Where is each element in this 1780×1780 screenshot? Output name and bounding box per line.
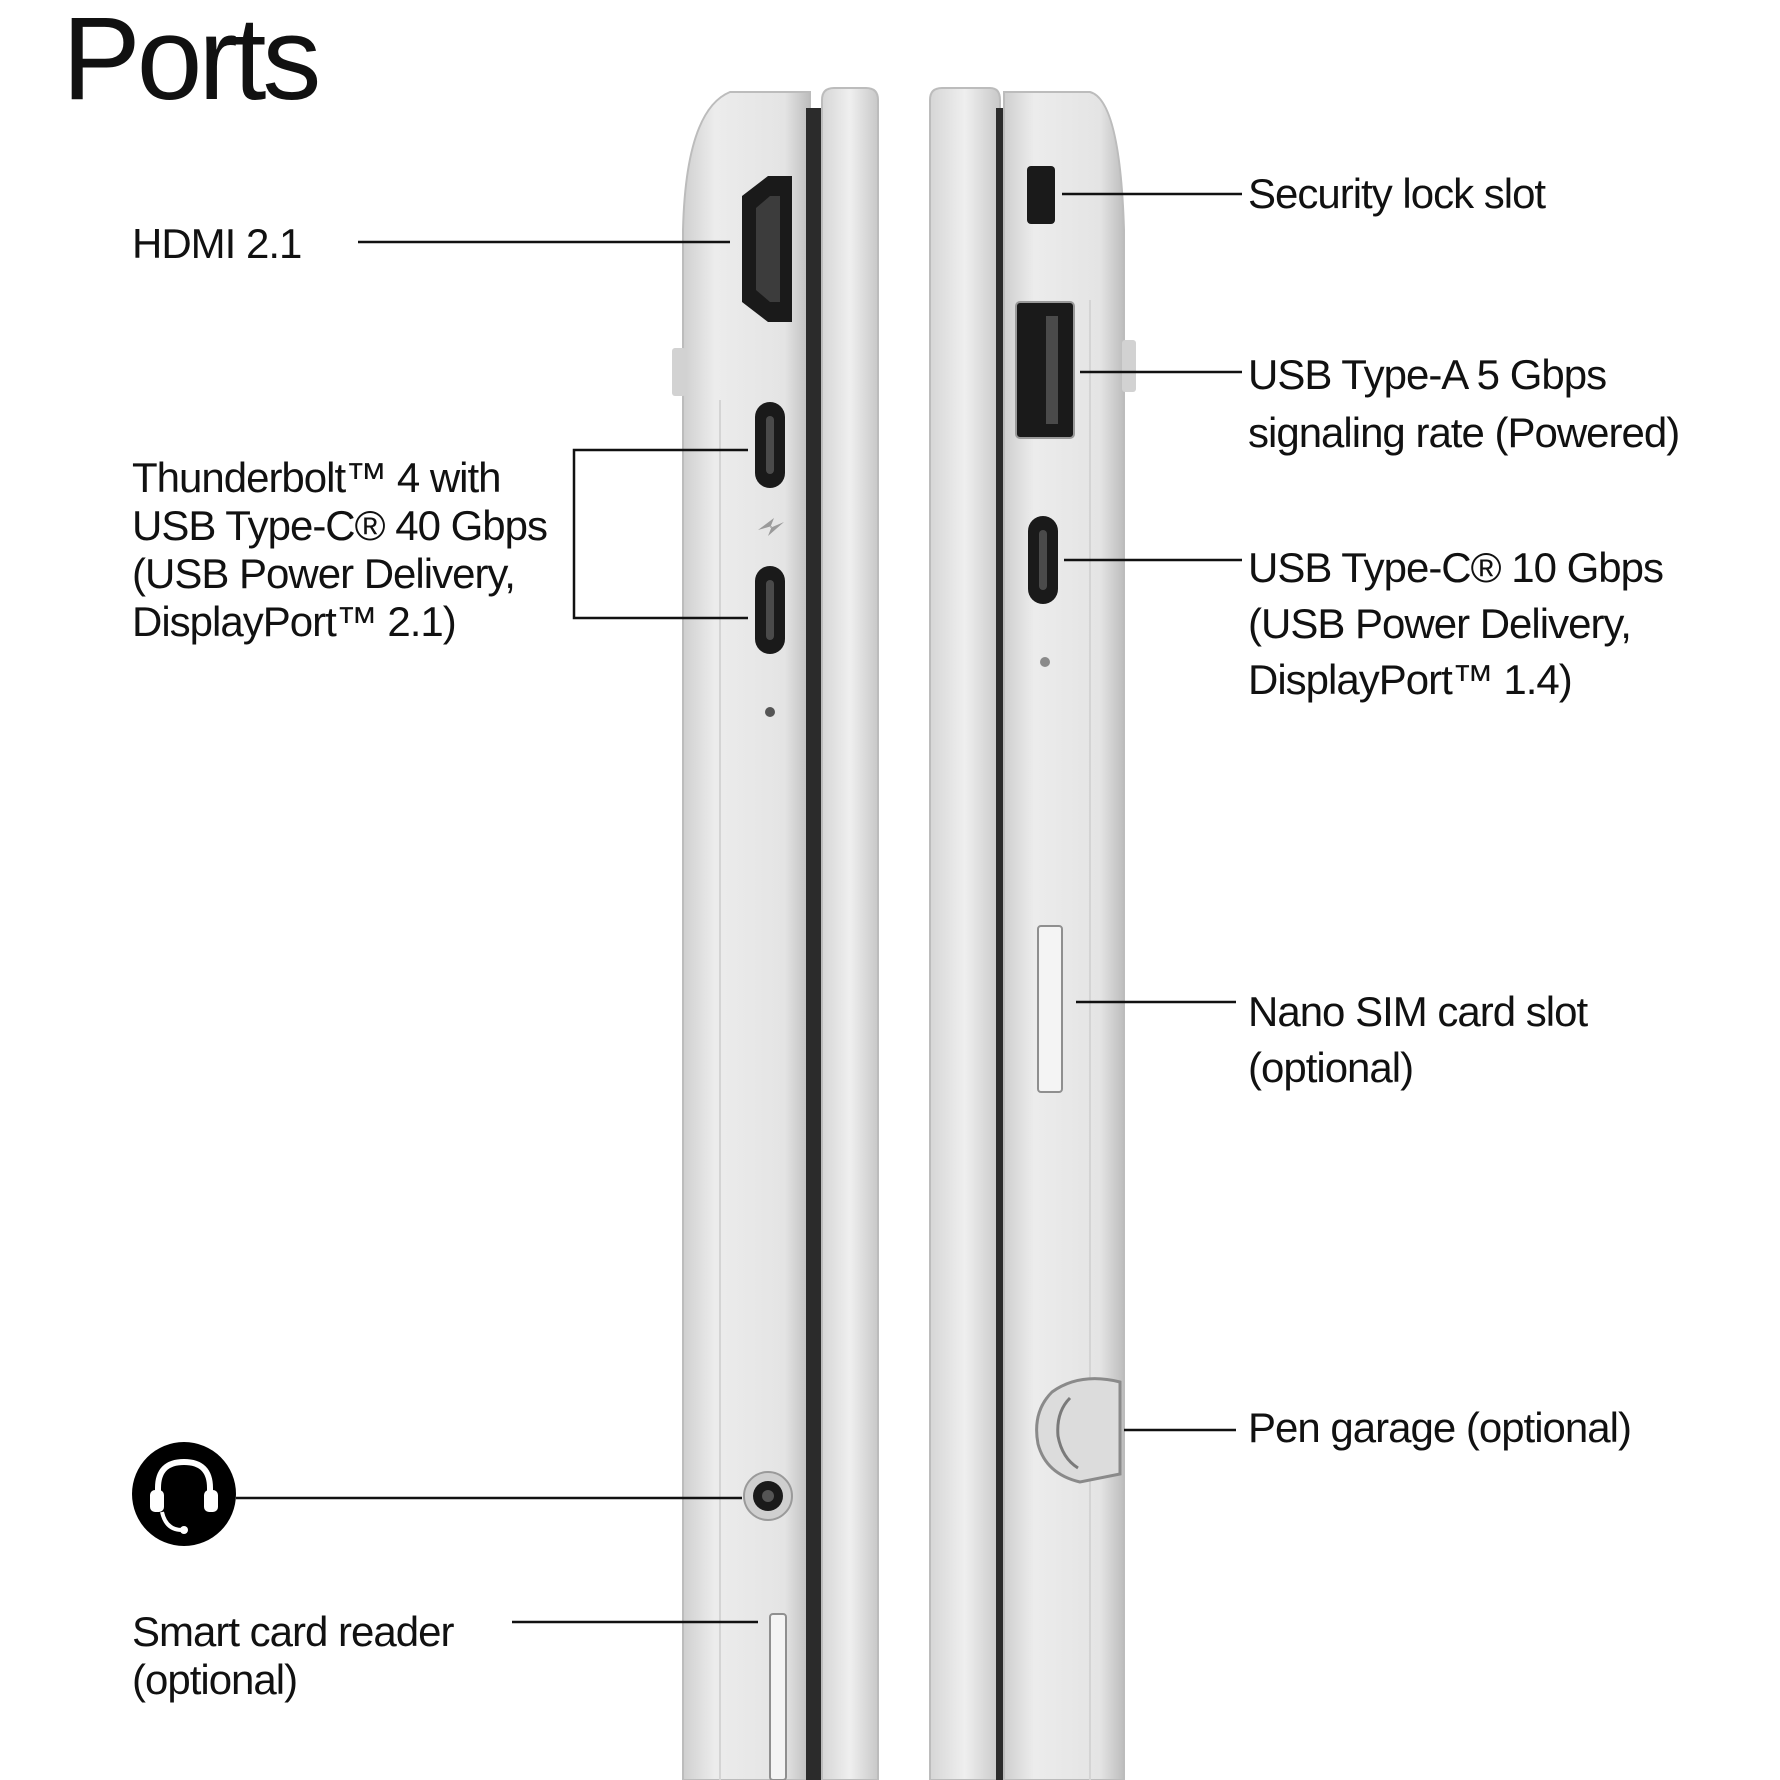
usb-a-label-line: USB Type-A 5 Gbps (1248, 351, 1607, 398)
security-lock-label: Security lock slot (1248, 170, 1546, 217)
pen-garage-label: Pen garage (optional) (1248, 1404, 1632, 1451)
thunderbolt-port-1-inner (766, 416, 774, 474)
nano-sim-label: Nano SIM card slot (optional) (1248, 984, 1588, 1096)
nano-sim-label-line: Nano SIM card slot (1248, 988, 1588, 1035)
usb-a-label-line: signaling rate (Powered) (1248, 409, 1680, 456)
left-lid (821, 87, 879, 1780)
headset-icon-bg (132, 1442, 236, 1546)
right-lid (929, 87, 1001, 1780)
headset-icon-earcup-right (204, 1490, 218, 1512)
thunderbolt-port-2-inner (766, 580, 774, 640)
thunderbolt-label-line: USB Type-C® 40 Gbps (132, 502, 548, 549)
usb-c-label-line: (USB Power Delivery, (1248, 600, 1632, 647)
smart-card-label-line: (optional) (132, 1656, 298, 1703)
thunderbolt-label-line: (USB Power Delivery, (132, 550, 516, 597)
leader-lines (236, 192, 1242, 1624)
usb-c-label-line: USB Type-C® 10 Gbps (1248, 544, 1664, 591)
hdmi-label: HDMI 2.1 (132, 220, 302, 267)
thunderbolt-leader (572, 448, 748, 620)
right-hinge-nub (1122, 340, 1136, 392)
right-chassis (1003, 91, 1125, 1780)
smart-card-label: Smart card reader (optional) (132, 1608, 454, 1704)
thunderbolt-symbol-icon (758, 518, 784, 536)
usb-a-port-tongue (1046, 316, 1058, 424)
nano-sim-slot (1037, 925, 1063, 1093)
left-gap (806, 108, 824, 1780)
page-title: Ports (62, 0, 321, 125)
usb-c-label: USB Type-C® 10 Gbps (USB Power Delivery,… (1248, 540, 1664, 708)
smart-card-slot (769, 1613, 787, 1780)
hdmi-port-inner (756, 196, 780, 302)
thunderbolt-label: Thunderbolt™ 4 with USB Type-C® 40 Gbps … (132, 454, 548, 646)
left-chassis (682, 91, 811, 1780)
right-laptop-side (929, 87, 1136, 1780)
right-led (1040, 657, 1050, 667)
usb-c-port-inner (1039, 530, 1047, 590)
left-led (765, 707, 775, 717)
security-lock-slot (1027, 166, 1055, 224)
left-hinge-nub (672, 348, 686, 396)
headset-icon-mic-tip (180, 1526, 188, 1534)
smart-card-label-line: Smart card reader (132, 1608, 454, 1655)
pen-garage-pen (1056, 1396, 1079, 1470)
left-laptop-side (672, 87, 879, 1780)
usb-c-label-line: DisplayPort™ 1.4) (1248, 656, 1573, 703)
thunderbolt-label-line: DisplayPort™ 2.1) (132, 598, 457, 645)
nano-sim-label-line: (optional) (1248, 1044, 1414, 1091)
usb-a-port (1015, 301, 1075, 439)
usb-a-label: USB Type-A 5 Gbps signaling rate (Powere… (1248, 346, 1680, 462)
audio-jack-inner (762, 1490, 774, 1502)
pen-garage (1035, 1377, 1122, 1484)
headset-icon-band (155, 1458, 213, 1506)
headset-icon-earcup-left (150, 1490, 164, 1512)
headset-icon-mic (160, 1511, 183, 1532)
thunderbolt-label-line: Thunderbolt™ 4 with (132, 454, 502, 501)
headset-icon (132, 1442, 236, 1546)
